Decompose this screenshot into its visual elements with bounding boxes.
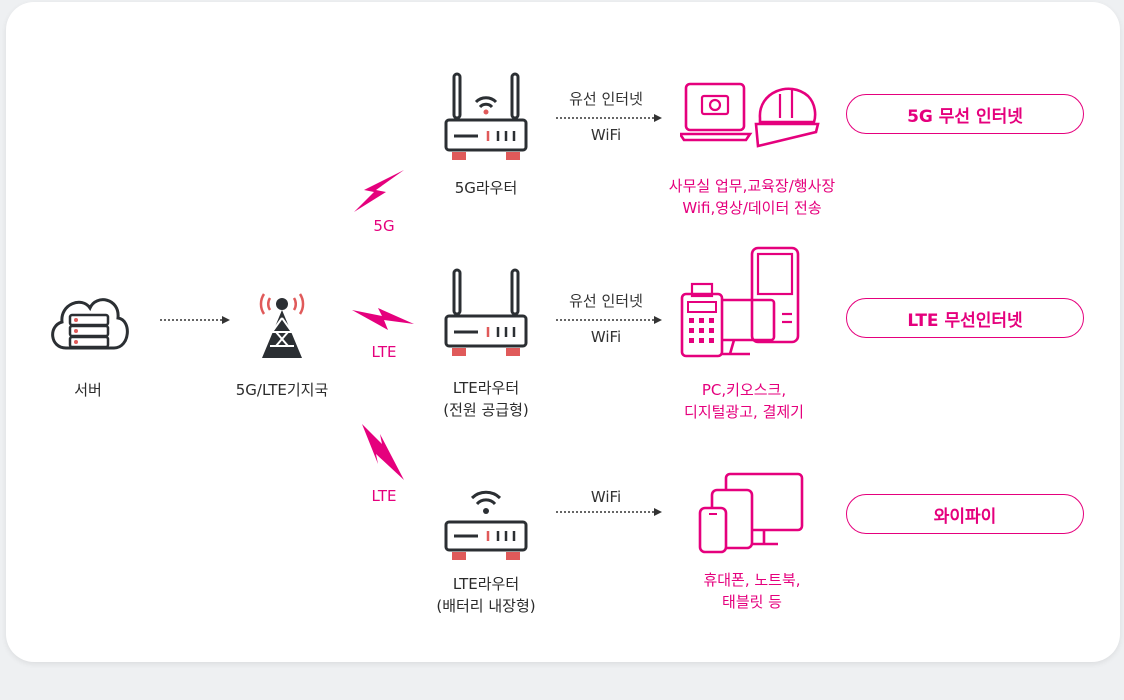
lightning-5g-icon — [354, 170, 404, 212]
link-lte2-label: LTE — [371, 487, 397, 505]
row2-device-line1: PC,키오스크, — [701, 381, 787, 399]
server-label: 서버 — [74, 381, 102, 399]
router-battery-icon — [444, 490, 528, 560]
router-lte-icon — [444, 268, 528, 356]
row2-arrow — [556, 316, 662, 324]
row2-wired-label: 유선 인터넷 — [569, 292, 643, 310]
mobile-devices-icon — [698, 472, 804, 554]
router-5g-icon — [444, 72, 528, 160]
cloud-server-icon — [51, 298, 129, 350]
link-5g-label: 5G — [373, 217, 395, 235]
row1-device-line2: Wifi,영상/데이터 전송 — [682, 199, 822, 217]
service-lte-pill: LTE 무선인터넷 — [846, 298, 1084, 338]
arrow-server-to-tower — [160, 316, 230, 324]
lightning-lte2-icon — [362, 424, 404, 480]
row1-arrow — [556, 114, 662, 122]
row1-wifi-label: WiFi — [590, 126, 622, 144]
router-battery-label-1: LTE라우터 — [452, 575, 520, 593]
router-5g-label: 5G라우터 — [454, 179, 518, 197]
service-wifi-pill: 와이파이 — [846, 494, 1084, 534]
kiosk-pc-icon — [680, 246, 800, 358]
link-lte-label: LTE — [371, 343, 397, 361]
row2-device-line2: 디지털광고, 결제기 — [684, 403, 804, 421]
laptop-helmet-icon — [680, 82, 820, 148]
row2-wifi-label: WiFi — [590, 328, 622, 346]
row1-wired-label: 유선 인터넷 — [569, 90, 643, 108]
cell-tower-icon — [259, 293, 305, 358]
row3-arrow — [556, 508, 662, 516]
row3-device-line2: 태블릿 등 — [722, 593, 782, 611]
row3-wifi-label: WiFi — [590, 488, 622, 506]
router-lte-label-1: LTE라우터 — [452, 379, 520, 397]
row3-device-line1: 휴대폰, 노트북, — [703, 571, 801, 589]
diagram-card — [6, 2, 1120, 662]
service-5g-pill: 5G 무선 인터넷 — [846, 94, 1084, 134]
tower-label: 5G/LTE기지국 — [235, 381, 329, 399]
router-battery-label-2: (배터리 내장형) — [436, 597, 536, 615]
lightning-lte-icon — [352, 308, 414, 330]
router-lte-label-2: (전원 공급형) — [443, 401, 529, 419]
row1-device-line1: 사무실 업무,교육장/행사장 — [668, 177, 836, 195]
